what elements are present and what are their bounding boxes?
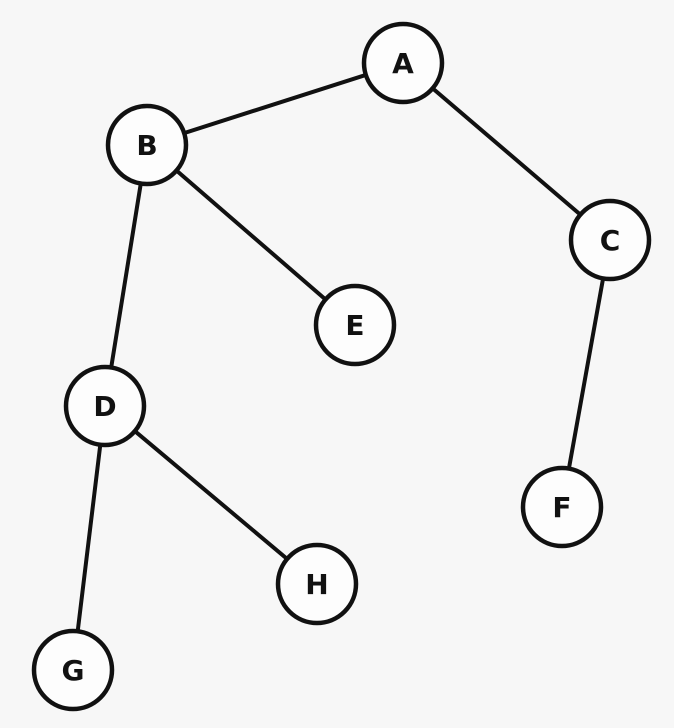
node-circle-E [313, 283, 397, 367]
node-label-D: D [93, 390, 116, 423]
edge-D-H [103, 404, 319, 586]
edge-C-F [560, 238, 612, 509]
node-label-E: E [345, 309, 364, 342]
node-label-C: C [600, 224, 621, 257]
node-circle-F [520, 465, 604, 549]
node-B: B [105, 103, 189, 187]
edge-A-B [145, 61, 405, 147]
node-C: C [568, 198, 652, 282]
node-circle-A [361, 21, 445, 105]
node-circle-B [105, 103, 189, 187]
node-label-B: B [136, 129, 157, 162]
node-F: F [520, 465, 604, 549]
node-A: A [361, 21, 445, 105]
node-label-H: H [305, 568, 328, 601]
edge-A-C [401, 61, 612, 242]
edge-D-G [71, 404, 107, 672]
node-circle-C [568, 198, 652, 282]
edges-layer [71, 61, 612, 672]
edge-B-E [145, 143, 357, 327]
node-circle-H [275, 542, 359, 626]
node-circle-D [63, 364, 147, 448]
node-G: G [31, 628, 115, 712]
node-D: D [63, 364, 147, 448]
node-E: E [313, 283, 397, 367]
node-label-A: A [392, 47, 414, 80]
nodes-layer: A B C D E F G H [31, 21, 652, 712]
node-circle-G [31, 628, 115, 712]
edge-B-D [103, 143, 149, 408]
node-label-G: G [62, 654, 85, 687]
node-label-F: F [552, 491, 571, 524]
node-H: H [275, 542, 359, 626]
